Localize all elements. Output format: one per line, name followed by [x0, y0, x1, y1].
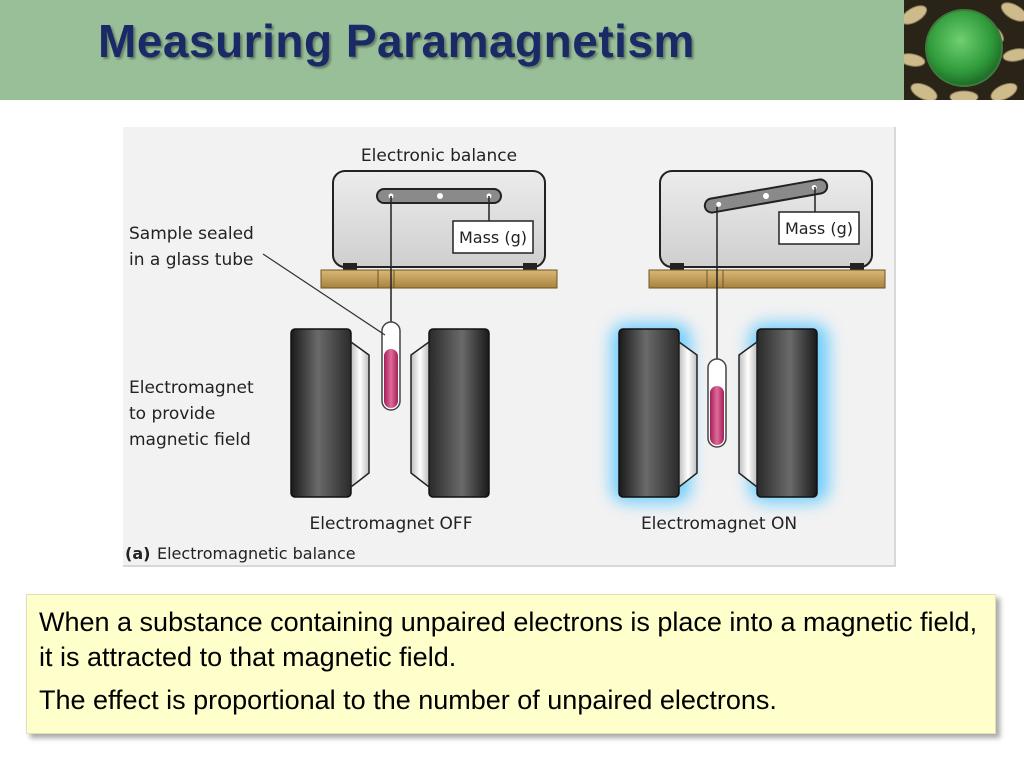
- figure-letter: (a): [125, 544, 150, 563]
- electromagnet-label-line2: to provide: [129, 404, 215, 424]
- microscope-cell-image: [904, 0, 1024, 100]
- balance-off: Mass (g): [290, 170, 558, 498]
- electromagnetic-balance-figure: Mass (g): [123, 127, 896, 567]
- sample-label-line2: in a glass tube: [129, 250, 253, 270]
- title-bar: Measuring Paramagnetism: [0, 0, 1024, 100]
- state-on-label: Electromagnet ON: [641, 514, 797, 534]
- mass-label-on: Mass (g): [785, 219, 853, 238]
- electromagnet-label-line3: magnetic field: [129, 430, 251, 450]
- figure-caption: Electromagnetic balance: [157, 544, 356, 563]
- electromagnet-label-line1: Electromagnet: [129, 378, 254, 398]
- balance-label: Electronic balance: [361, 146, 517, 166]
- mass-label-off: Mass (g): [459, 228, 527, 247]
- sample-label-line1: Sample sealed: [129, 224, 254, 244]
- explanation-box: When a substance containing unpaired ele…: [26, 594, 996, 734]
- explanation-paragraph-2: The effect is proportional to the number…: [39, 685, 777, 716]
- state-off-label: Electromagnet OFF: [310, 514, 473, 534]
- sample-leader-line: [262, 253, 386, 336]
- balance-on: Mass (g): [611, 170, 886, 503]
- slide-title: Measuring Paramagnetism: [98, 15, 695, 67]
- explanation-paragraph-1: When a substance containing unpaired ele…: [39, 607, 978, 673]
